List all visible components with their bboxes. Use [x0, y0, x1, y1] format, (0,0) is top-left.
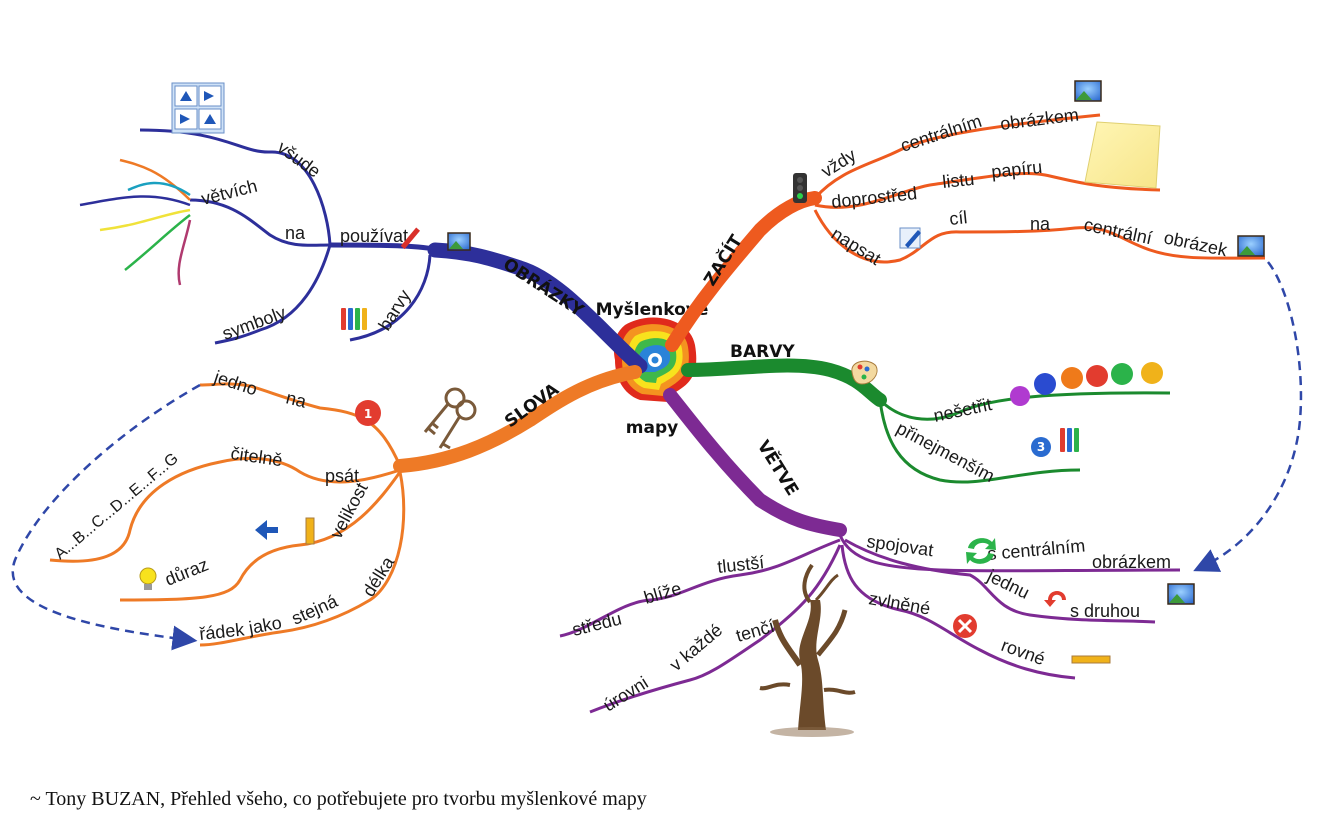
arrow-left-icon	[255, 520, 278, 540]
branch-label-obrazky: OBRÁZKY	[499, 253, 588, 322]
word-s-centralnim: s centrálním	[987, 536, 1086, 564]
word-jako: jako	[246, 613, 283, 639]
color-pencils-icon	[341, 308, 367, 330]
word-tlustsi: tlustší	[716, 552, 765, 577]
paint-palette-icon	[851, 360, 878, 385]
word-papiru: papíru	[990, 157, 1043, 182]
undo-arrow-icon	[1044, 591, 1066, 607]
pen-paper-icon	[899, 227, 921, 249]
word-na-zacit: na	[1030, 214, 1051, 234]
picture-icon	[1167, 583, 1195, 605]
recycle-arrows-icon	[966, 538, 996, 564]
word-listu: listu	[941, 169, 975, 192]
caption: ~ Tony BUZAN, Přehled všeho, co potřebuj…	[30, 788, 647, 810]
rotate-arrows-icon	[171, 82, 225, 134]
word-pouzivat: používat	[340, 226, 408, 246]
word-stredu: středu	[570, 608, 623, 640]
branch-vetve: VĚTVE spojovat s centrálním obrázkem jed…	[559, 388, 1195, 737]
word-na-slova: na	[284, 387, 309, 411]
ruler-icon	[305, 517, 315, 545]
word-cil: cíl	[948, 207, 968, 229]
colored-balls-icon	[1010, 362, 1163, 406]
word-symboly: symboly	[220, 302, 289, 343]
sticky-note-icon	[1084, 121, 1161, 189]
word-centralnim: centrálním	[898, 111, 984, 156]
central-subtitle: mapy	[626, 418, 678, 438]
word-obrazkem: obrázkem	[999, 104, 1080, 133]
svg-text:1: 1	[364, 407, 372, 421]
word-velikost: velikost	[326, 479, 372, 541]
word-doprostred: doprostřed	[830, 183, 918, 212]
word-vzdy: vždy	[818, 145, 860, 182]
word-urovni: úrovni	[600, 672, 652, 715]
word-na: na	[285, 223, 306, 243]
word-prinejmensim: přinejmenším	[893, 418, 998, 486]
word-citelne: čitelně	[229, 443, 283, 470]
word-nesetrit: nešetřit	[932, 394, 994, 426]
picture-icon	[1237, 235, 1265, 257]
word-vsude: všude	[274, 137, 325, 181]
branch-label-barvy: BARVY	[730, 342, 795, 362]
traffic-light-icon	[793, 173, 807, 203]
word-s-druhou: s druhou	[1070, 601, 1140, 621]
word-vetvich: větvích	[199, 176, 259, 209]
branch-zacit: ZAČÍT vždy centrálním obrázkem doprostře…	[665, 80, 1266, 352]
word-delka: délka	[358, 552, 398, 600]
branch-label-vetve: VĚTVE	[753, 436, 804, 500]
word-alphabet: A...B...C...D...E...F...G	[52, 450, 182, 563]
word-centralni: centrální	[1082, 214, 1154, 248]
central-title: Myšlenkové	[596, 300, 709, 320]
word-blize: blíže	[642, 578, 684, 608]
word-obrazkem-vetve: obrázkem	[1092, 552, 1171, 572]
branch-barvy: BARVY nešetřit přinejmenším 3	[681, 342, 1171, 486]
picture-icon	[1074, 80, 1102, 102]
close-x-icon	[953, 614, 977, 638]
light-bulb-icon	[139, 567, 157, 590]
word-stejna: stejná	[288, 590, 341, 628]
color-pencils-icon	[1060, 428, 1079, 452]
picture-icon	[447, 232, 471, 251]
keys-icon	[423, 387, 477, 450]
word-duraz: důraz	[162, 554, 211, 589]
dashed-connector-zacit-vetve	[1193, 261, 1303, 572]
central-image: Myšlenkové mapy	[596, 300, 709, 438]
number-badge-3: 3	[1031, 437, 1051, 457]
word-psat: psát	[325, 466, 359, 486]
ruler-icon	[1071, 655, 1111, 664]
dashed-connector-slova	[11, 383, 201, 651]
word-rovne: rovné	[999, 635, 1048, 669]
bare-tree-icon	[759, 563, 856, 737]
number-badge-1: 1	[355, 400, 381, 426]
word-zvlnene: zvlněné	[867, 588, 932, 618]
svg-text:3: 3	[1037, 440, 1045, 454]
word-tenci: tenčí	[734, 616, 777, 646]
branch-slova: SLOVA jedno na čitelně psát A...B...C...…	[49, 365, 642, 647]
branch-obrazky: OBRÁZKY všude větvích na používat symbol…	[79, 82, 648, 374]
word-jedno: jedno	[211, 366, 260, 399]
word-napsat: napsat	[828, 223, 884, 269]
word-radek: řádek	[198, 619, 246, 644]
pencil-icon	[400, 227, 421, 250]
